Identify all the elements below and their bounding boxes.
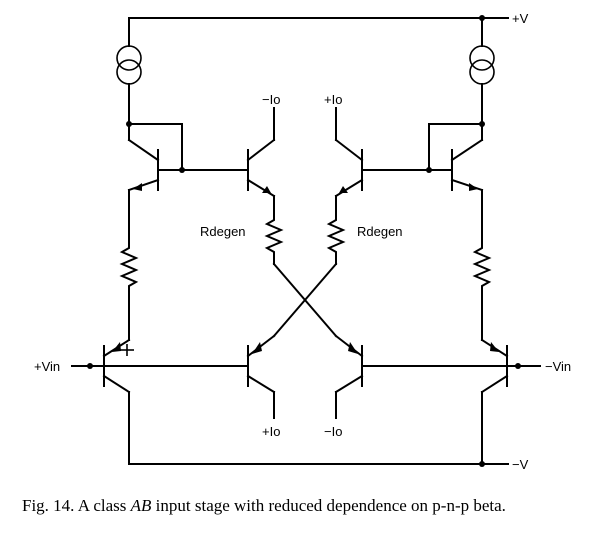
label-top-left-output: −Io	[262, 92, 280, 107]
transistor-q8	[480, 338, 509, 465]
resistor-right-outer	[472, 239, 492, 341]
input-line-negative	[361, 363, 541, 369]
cross-wires	[272, 262, 338, 338]
label-rdegen-right: Rdegen	[357, 224, 403, 239]
label-minus-v: −V	[512, 457, 529, 472]
label-bottom-left-output: +Io	[262, 424, 280, 439]
input-line-positive	[71, 363, 249, 369]
positive-rail	[128, 15, 509, 21]
resistor-left-outer	[119, 239, 139, 341]
transistor-q4	[450, 123, 484, 241]
label-minus-vin: −Vin	[545, 359, 571, 374]
transistor-q2	[246, 107, 276, 215]
transistor-q6	[246, 334, 276, 419]
transistor-q7	[334, 334, 364, 419]
figure-caption: Fig. 14. A class AB input stage with red…	[22, 496, 506, 515]
caption-suffix: input stage with reduced dependence on p…	[151, 496, 506, 515]
caption-italic: AB	[130, 496, 152, 515]
label-plus-v: +V	[512, 11, 529, 26]
resistor-rdegen-left	[264, 213, 284, 265]
current-source-right	[426, 17, 495, 173]
resistor-rdegen-right	[326, 213, 346, 265]
label-top-right-output: +Io	[324, 92, 342, 107]
caption-prefix: Fig. 14. A class	[22, 496, 131, 515]
transistor-q1	[127, 123, 249, 241]
negative-rail	[128, 461, 509, 467]
label-bottom-right-output: −Io	[324, 424, 342, 439]
current-source-left	[116, 17, 185, 173]
label-plus-vin: +Vin	[34, 359, 60, 374]
transistor-q5	[102, 338, 134, 465]
transistor-q3	[334, 107, 453, 215]
label-rdegen-left: Rdegen	[200, 224, 246, 239]
